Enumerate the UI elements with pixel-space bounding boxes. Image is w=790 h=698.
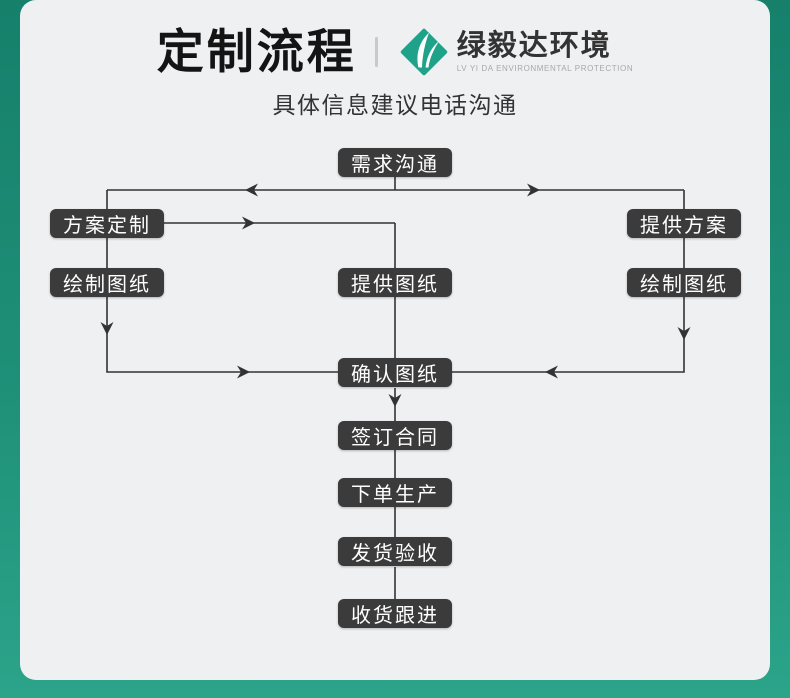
flow-node-draw-drawings-right: 绘制图纸 [627,268,741,297]
header: 定制流程 绿毅达环境 LV YI DA ENVIRONMENTAL PROTEC… [20,26,770,78]
flow-node-place-order-production: 下单生产 [338,478,452,507]
flow-node-provide-plan: 提供方案 [627,209,741,238]
flow-connectors [100,176,691,599]
brand-text: 绿毅达环境 LV YI DA ENVIRONMENTAL PROTECTION [456,29,634,74]
flowchart: 需求沟通 方案定制 提供方案 绘制图纸 提供图纸 绘制图纸 确认图纸 签订合同 … [20,0,770,680]
flow-node-provide-drawings: 提供图纸 [338,268,452,297]
header-divider [374,37,378,67]
arrowheads [100,183,691,407]
brand-logo: 绿毅达环境 LV YI DA ENVIRONMENTAL PROTECTION [398,26,633,78]
page-title: 定制流程 [156,25,357,79]
leaf-diamond-logo-icon [400,28,447,76]
flow-node-receipt-follow-up: 收货跟进 [338,599,452,628]
flow-node-plan-customization: 方案定制 [50,209,164,238]
brand-tagline: LV YI DA ENVIRONMENTAL PROTECTION [456,64,634,74]
brand-name: 绿毅达环境 [456,29,612,62]
flow-node-draw-drawings-left: 绘制图纸 [50,268,164,297]
flow-node-demand-communication: 需求沟通 [338,148,452,177]
flow-node-delivery-inspection: 发货验收 [338,537,452,566]
flow-node-confirm-drawings: 确认图纸 [338,358,452,387]
flow-node-sign-contract: 签订合同 [338,421,452,450]
subtitle: 具体信息建议电话沟通 [272,92,518,118]
content-card: 定制流程 绿毅达环境 LV YI DA ENVIRONMENTAL PROTEC… [20,0,770,680]
